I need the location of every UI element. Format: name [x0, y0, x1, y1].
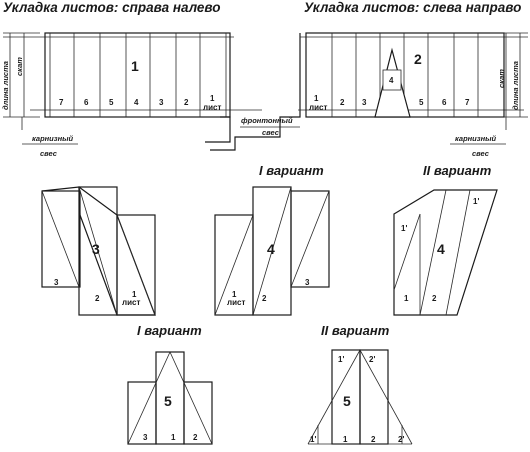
- fig5a-label: 2: [193, 433, 198, 442]
- fig5a-roof-line: [127, 351, 171, 445]
- sheet-number: 2: [184, 98, 189, 107]
- fig5b-roof-line: [307, 349, 361, 445]
- figure-4-variant-2: 4 1' 1 2 1': [393, 189, 498, 316]
- sheet-number: 4: [389, 76, 394, 85]
- fig5b-label: 1: [343, 435, 348, 444]
- roof-left-outline: [44, 32, 231, 118]
- eaves-overhang-label: карнизный: [455, 134, 497, 143]
- fig5b-id: 5: [343, 393, 351, 409]
- variant-label: II вариант: [423, 163, 492, 178]
- sheet-number: 7: [59, 98, 64, 107]
- fig4a-label: 3: [305, 278, 310, 287]
- fig5a-label: 3: [143, 433, 148, 442]
- fig5a-sheet-right: [183, 381, 213, 445]
- fig5b-roof-line: [359, 349, 413, 445]
- roof-left-id: 1: [131, 58, 139, 74]
- sheet-number: 6: [84, 98, 89, 107]
- eaves-overhang-label: свес: [472, 149, 490, 158]
- fig3-diagonal: [41, 190, 80, 288]
- fig5b-label: 2: [371, 435, 376, 444]
- first-sheet-word: лист: [203, 103, 221, 112]
- fig5b-label: 1': [310, 435, 316, 444]
- variant-label: II вариант: [321, 323, 390, 338]
- roof-left-panel: длина листа скат 1 7 6 5 4 3 2 1 лист ка…: [1, 32, 262, 158]
- fig4b-diagonal: [393, 213, 421, 291]
- sheet-number: 4: [134, 98, 139, 107]
- sheet-number: 3: [159, 98, 164, 107]
- fig4a-label: 1: [232, 290, 237, 299]
- variant-label: I вариант: [137, 323, 202, 338]
- fig4b-outline: [393, 189, 498, 316]
- sheet-number: 3: [362, 98, 367, 107]
- gable-overhang-label: свес: [262, 128, 280, 137]
- fig5b-label: 2': [369, 355, 375, 364]
- fig4a-id: 4: [267, 241, 275, 257]
- roof-right-id: 2: [414, 51, 422, 67]
- fig4b-label: 1': [473, 197, 479, 206]
- figure-4-variant-1: 4 1 лист 2 3: [214, 186, 330, 316]
- fig4b-label: 2: [432, 294, 437, 303]
- fig5a-roof-line: [169, 351, 213, 445]
- fig4b-divider: [419, 189, 447, 316]
- fig3-slope-outline: [41, 186, 156, 316]
- fig4b-label: 1: [404, 294, 409, 303]
- fig4a-diagonal: [214, 214, 254, 316]
- eaves-overhang-label: карнизный: [32, 134, 74, 143]
- fig5a-id: 5: [164, 393, 172, 409]
- fig3-label: 3: [54, 278, 59, 287]
- sheet-number: 1: [314, 94, 319, 103]
- gable-overhang-label: фронтонный: [241, 116, 293, 125]
- fig5b-sheet-right: [359, 349, 389, 445]
- fig4a-diagonal: [290, 190, 330, 288]
- fig3-diagonal: [78, 186, 118, 316]
- sheet-number: 1: [210, 94, 215, 103]
- figure-5-variant-2: 5 1' 2' 1' 1 2 2': [307, 349, 413, 445]
- first-sheet-word: лист: [309, 103, 327, 112]
- fig4a-sheet-right: [290, 190, 330, 288]
- sheet-number: 5: [419, 98, 424, 107]
- fig3-diagonal: [116, 214, 156, 316]
- fig5b-label: 2': [398, 435, 404, 444]
- eaves-overhang-label: свес: [40, 149, 58, 158]
- title-right-to-left: Укладка листов: справа налево: [3, 0, 221, 15]
- fig3-label: 2: [95, 294, 100, 303]
- fig5a-label: 1: [171, 433, 176, 442]
- fig3-sheet-left: [41, 190, 81, 288]
- gable-profile: [210, 33, 301, 151]
- gable-overhang-detail: фронтонный свес: [205, 33, 301, 151]
- fig3-label: 1: [132, 290, 137, 299]
- dormer-sheet: [382, 69, 402, 91]
- fig5b-label: 1': [338, 355, 344, 364]
- fig4a-label: 2: [262, 294, 267, 303]
- gable-profile: [205, 116, 231, 143]
- fig4b-id: 4: [437, 241, 445, 257]
- slope-label: скат: [497, 69, 506, 88]
- sheet-number: 2: [340, 98, 345, 107]
- fig4b-label: 1': [401, 224, 407, 233]
- sheet-number: 7: [465, 98, 470, 107]
- fig4a-diagonal: [252, 186, 292, 316]
- sheet-length-label: длина листа: [1, 61, 10, 110]
- slope-label: скат: [15, 57, 24, 76]
- title-left-to-right: Укладка листов: слева направо: [304, 0, 521, 15]
- sheet-number: 5: [109, 98, 114, 107]
- variant-label: I вариант: [259, 163, 324, 178]
- figure-5-variant-1: 5 3 1 2: [127, 351, 213, 445]
- sheet-length-label: длина листа: [511, 61, 520, 110]
- roof-right-panel: 4 2 1 лист 2 3 5 6 7 скат длина листа ка…: [298, 32, 528, 158]
- fig4b-divider: [445, 189, 471, 316]
- sheet-number: 6: [442, 98, 447, 107]
- fig3-id: 3: [92, 241, 100, 257]
- fig3-first-sheet: лист: [122, 298, 140, 307]
- fig4a-first-sheet: лист: [227, 298, 245, 307]
- figure-3: 3 3 2 1 лист: [41, 186, 156, 316]
